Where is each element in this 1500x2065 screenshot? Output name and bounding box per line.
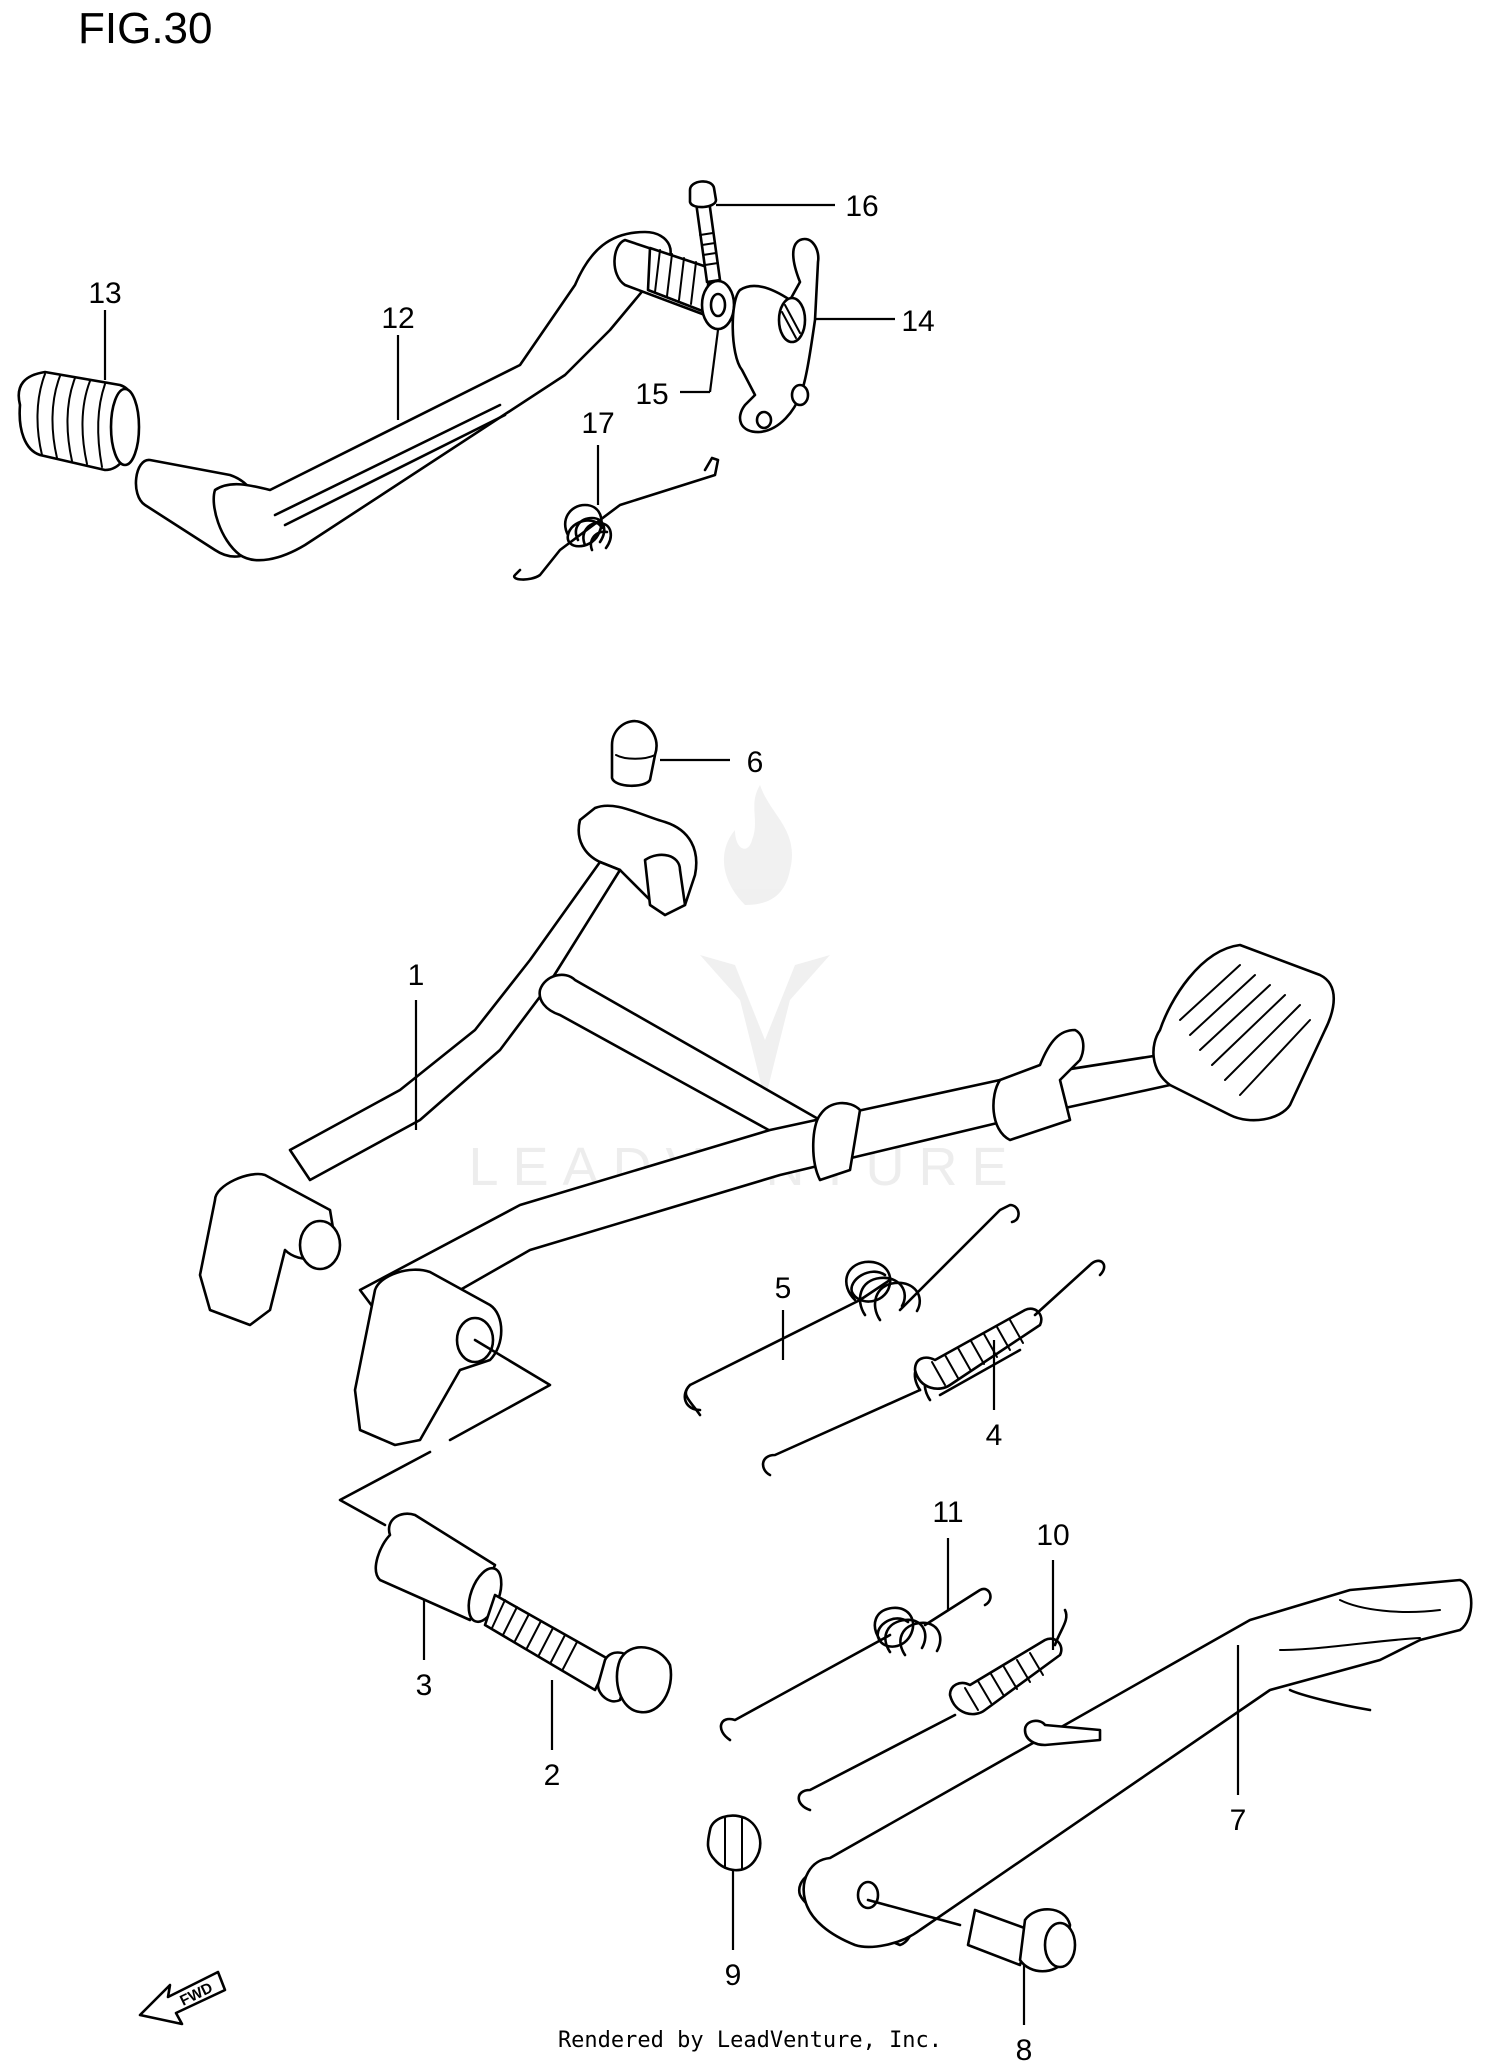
part-1-center-stand: [198, 804, 1335, 1527]
callout-13: 13: [88, 277, 121, 310]
part-10-spring: [797, 1608, 1068, 1812]
callout-14: 14: [901, 305, 934, 338]
callout-7: 7: [1230, 1804, 1247, 1837]
part-15-washer: [700, 279, 736, 331]
part-16-bolt: [688, 180, 722, 284]
part-3-collar: [374, 1512, 503, 1624]
part-4-spring: [761, 1259, 1106, 1477]
callout-5: 5: [775, 1272, 792, 1305]
figure-title: FIG.30: [78, 4, 213, 53]
part-7-side-stand: [797, 1578, 1473, 1949]
callout-15: 15: [635, 378, 668, 411]
fwd-arrow-icon: FWD: [138, 1970, 227, 2026]
footer-credit: Rendered by LeadVenture, Inc.: [557, 2028, 943, 2053]
callout-10: 10: [1036, 1519, 1069, 1552]
flame-v-logo-icon: [700, 785, 830, 1100]
part-6-stopper-rubber: [610, 719, 658, 788]
part-14-shift-arm: [731, 237, 820, 434]
part-11-spring: [719, 1587, 992, 1742]
callout-9: 9: [725, 1959, 742, 1992]
part-9-nut: [706, 1814, 762, 1872]
part-8-pivot-bolt: [866, 1898, 1077, 1973]
part-2-bolt: [483, 1593, 673, 1714]
callouts: 1 2 3 4 5 6 7 8 9 10 11 12 13 14 15 16: [88, 190, 1246, 2065]
callout-3: 3: [416, 1669, 433, 1702]
callout-8: 8: [1016, 2034, 1033, 2065]
callout-4: 4: [986, 1419, 1003, 1452]
part-12-shift-lever: [134, 230, 714, 562]
part-5-spring: [683, 1203, 1020, 1417]
callout-11: 11: [932, 1496, 963, 1529]
callout-12: 12: [381, 302, 414, 335]
part-17-spring: [512, 456, 720, 581]
callout-2: 2: [544, 1759, 561, 1792]
callout-1: 1: [408, 959, 425, 992]
part-13-footpeg-rubber: [17, 370, 141, 472]
callout-6: 6: [747, 746, 764, 779]
callout-16: 16: [845, 190, 878, 223]
callout-17: 17: [581, 407, 614, 440]
